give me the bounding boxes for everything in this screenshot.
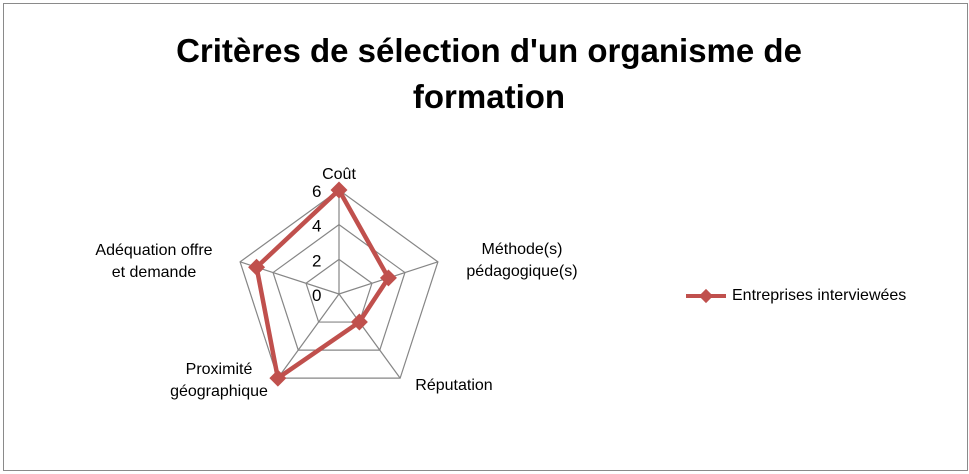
tick-label: 4	[312, 217, 321, 236]
chart-area: Critères de sélection d'un organisme de …	[3, 3, 968, 471]
category-label: Méthode(s)	[482, 241, 563, 258]
category-label: Réputation	[415, 377, 492, 394]
data-point	[330, 181, 348, 199]
data-point	[379, 269, 397, 287]
category-label: et demande	[112, 264, 197, 281]
category-label: Adéquation offre	[95, 242, 212, 259]
tick-label: 0	[312, 286, 321, 305]
legend-label: Entreprises interviewées	[732, 287, 907, 304]
grid-ring	[272, 223, 406, 351]
grid-spoke	[338, 293, 401, 379]
category-label: pédagogique(s)	[466, 263, 577, 280]
series-line	[254, 187, 391, 381]
legend-marker-icon	[686, 288, 726, 304]
grid-spoke	[277, 293, 340, 379]
grid-ring	[239, 189, 439, 379]
chart-title: Critères de sélection d'un organisme de …	[4, 28, 969, 120]
tick-label: 2	[312, 251, 321, 270]
tick-label: 6	[312, 182, 321, 201]
grid-ring	[305, 258, 373, 323]
data-point	[269, 369, 287, 387]
category-label: Coût	[322, 166, 356, 183]
data-point	[350, 313, 368, 331]
category-label: géographique	[170, 383, 268, 400]
title-line-2: formation	[412, 78, 566, 115]
legend: Entreprises interviewées	[684, 286, 906, 306]
title-line-1: Critères de sélection d'un organisme de	[176, 32, 802, 69]
category-label: Proximité	[186, 361, 253, 378]
data-point	[248, 258, 266, 276]
